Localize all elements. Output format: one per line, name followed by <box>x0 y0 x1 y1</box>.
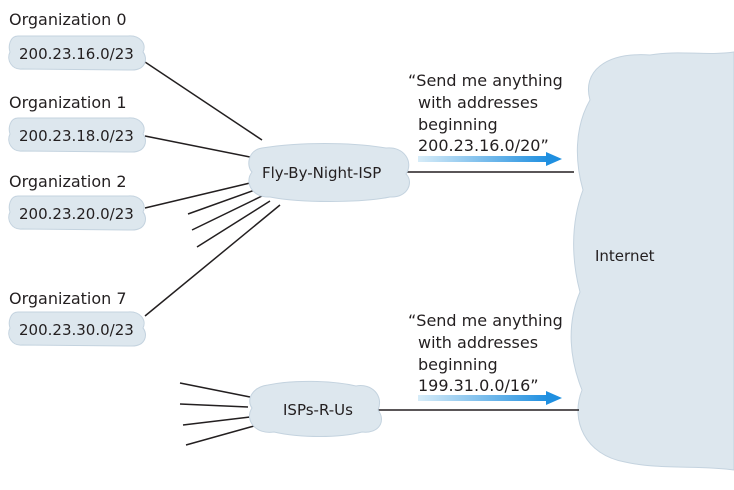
link-isp2-2 <box>179 403 249 408</box>
org-prefix: 200.23.20.0/23 <box>19 205 134 223</box>
prefix-cloud <box>8 195 146 231</box>
link-org-7 <box>144 204 281 317</box>
advert-line: “Send me anything <box>408 311 563 330</box>
link-isp2-3 <box>182 416 251 426</box>
advert-line: beginning <box>418 115 498 134</box>
fly-by-night-isp-label: Fly-By-Night-ISP <box>262 164 381 182</box>
advert-line: with addresses <box>418 93 538 112</box>
fly-by-night-isp-cloud: Fly-By-Night-ISP <box>248 143 410 202</box>
fly-by-night-advertisement: “Send me anything with addresses beginni… <box>408 71 563 155</box>
prefix-cloud <box>8 35 146 71</box>
internet-cloud: Internet <box>570 51 734 471</box>
org-prefix: 200.23.18.0/23 <box>19 127 134 145</box>
link-isp2-4 <box>185 425 255 446</box>
link-org-2 <box>144 182 251 209</box>
org-name: Organization 7 <box>9 289 127 308</box>
org-name: Organization 0 <box>9 10 127 29</box>
internet-label: Internet <box>595 247 655 265</box>
organization-2: Organization 2 200.23.20.0/23 <box>8 172 146 231</box>
fly-by-night-advert-arrow <box>418 152 562 166</box>
link-fan-3 <box>196 200 271 248</box>
advert-line: 199.31.0.0/16” <box>418 376 539 395</box>
org-prefix: 200.23.30.0/23 <box>19 321 134 339</box>
link-fan-1 <box>187 189 256 215</box>
link-fan-2 <box>191 195 263 231</box>
link-org-1 <box>144 135 256 159</box>
organization-1: Organization 1 200.23.18.0/23 <box>8 93 146 153</box>
link-org-0 <box>144 61 263 141</box>
prefix-cloud <box>8 117 146 153</box>
advert-line: 200.23.16.0/20” <box>418 136 549 155</box>
org-prefix: 200.23.16.0/23 <box>19 45 134 63</box>
org-name: Organization 2 <box>9 172 127 191</box>
org-links <box>144 61 281 317</box>
advert-line: beginning <box>418 355 498 374</box>
isps-r-us-advertisement: “Send me anything with addresses beginni… <box>408 311 563 395</box>
organization-7: Organization 7 200.23.30.0/23 <box>8 289 146 347</box>
isps-r-us-cloud: ISPs-R-Us <box>249 380 382 437</box>
isps-r-us-advert-arrow <box>418 391 562 405</box>
advert-line: with addresses <box>418 333 538 352</box>
prefix-cloud <box>8 311 146 347</box>
link-isp2-1 <box>179 382 251 398</box>
advert-line: “Send me anything <box>408 71 563 90</box>
organization-0: Organization 0 200.23.16.0/23 <box>8 10 146 71</box>
isps-r-us-customer-links <box>179 382 255 446</box>
org-name: Organization 1 <box>9 93 127 112</box>
isps-r-us-label: ISPs-R-Us <box>283 401 353 419</box>
